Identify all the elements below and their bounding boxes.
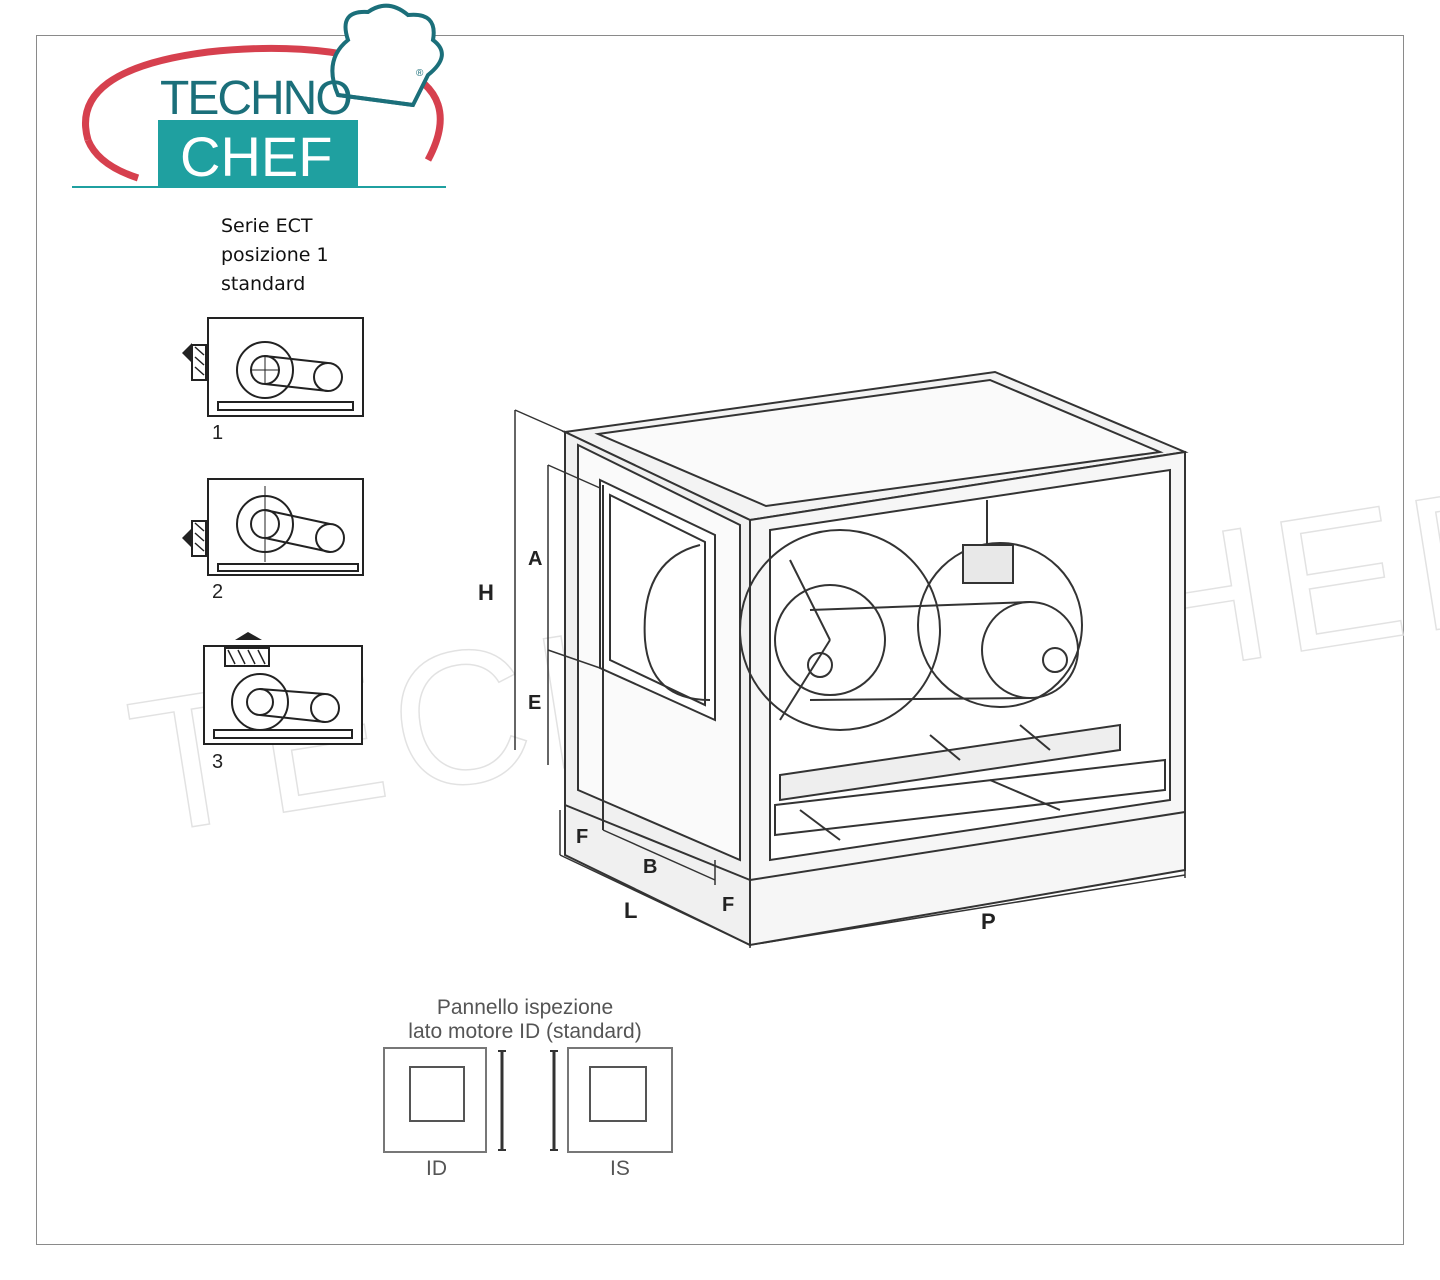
technochef-logo: TECHNO CHEF ® bbox=[72, 3, 446, 188]
series-line1: Serie ECT bbox=[221, 215, 313, 237]
logo-line1: TECHNO bbox=[160, 72, 351, 125]
series-line2: posizione 1 bbox=[221, 244, 329, 266]
panel-is-diagram bbox=[550, 1047, 673, 1153]
fan-unit-isometric-drawing bbox=[514, 370, 1189, 948]
position-3-label: 3 bbox=[212, 751, 224, 773]
drawing-frame bbox=[36, 35, 1404, 1245]
series-note: Serie ECT posizione 1 standard bbox=[221, 212, 329, 299]
inspection-panel-caption: Pannello ispezione lato motore ID (stand… bbox=[370, 996, 680, 1044]
series-line3: standard bbox=[221, 273, 306, 295]
panel-is-label: IS bbox=[610, 1157, 630, 1180]
position-2-label: 2 bbox=[212, 581, 224, 603]
dimension-p-label: P bbox=[981, 909, 996, 934]
position-1-thumbnail bbox=[182, 317, 364, 417]
inspection-caption-line1: Pannello ispezione bbox=[436, 996, 614, 1019]
dimension-b-label: B bbox=[643, 856, 658, 878]
panel-id-label: ID bbox=[426, 1157, 447, 1180]
dimension-f-left-label: F bbox=[576, 826, 589, 848]
dimension-f-right-label: F bbox=[722, 894, 735, 916]
logo-line2: CHEF bbox=[180, 125, 332, 188]
inspection-caption-line2: lato motore ID (standard) bbox=[408, 1020, 642, 1043]
dimension-l-label: L bbox=[624, 898, 638, 923]
logo-registered: ® bbox=[416, 68, 424, 79]
position-1-label: 1 bbox=[212, 422, 224, 444]
dimension-a-label: A bbox=[528, 548, 543, 570]
position-3-thumbnail bbox=[203, 632, 363, 745]
dimension-h-label: H bbox=[478, 580, 494, 605]
position-2-thumbnail bbox=[182, 478, 364, 576]
panel-id-diagram bbox=[383, 1047, 506, 1153]
dimension-e-label: E bbox=[528, 692, 542, 714]
